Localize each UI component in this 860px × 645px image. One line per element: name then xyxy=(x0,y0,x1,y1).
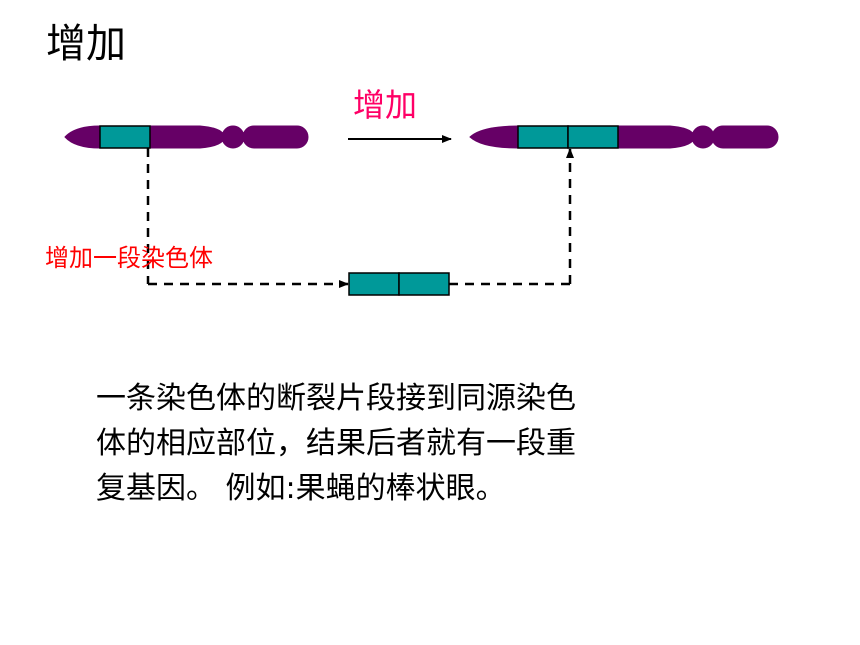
duplicated-short-arm xyxy=(711,125,779,149)
insertion-label: 增加一段染色体 xyxy=(45,244,213,272)
duplicated-segment-1 xyxy=(517,125,569,149)
fragment-part-2 xyxy=(398,272,450,296)
original-centromere xyxy=(221,125,245,149)
description-line-2: 体的相应部位，结果后者就有一段重 xyxy=(96,426,576,461)
original-short-arm xyxy=(242,125,309,149)
inserted-fragment xyxy=(348,272,450,296)
arrow-label: 增加 xyxy=(353,86,418,124)
insertion-path xyxy=(146,148,574,288)
slide-title: 增加 xyxy=(46,21,126,67)
description-line-1: 一条染色体的断裂片段接到同源染色 xyxy=(96,381,576,416)
duplicated-segment-2 xyxy=(567,125,619,149)
description-line-3: 复基因。 例如:果蝇的棒状眼。 xyxy=(96,471,506,506)
duplicated-centromere xyxy=(691,125,715,149)
duplicated-chromosome xyxy=(469,125,779,149)
original-chromosome xyxy=(64,125,309,149)
description: 一条染色体的断裂片段接到同源染色 体的相应部位，结果后者就有一段重 复基因。 例… xyxy=(96,376,736,511)
original-segment xyxy=(99,125,151,149)
fragment-part-1 xyxy=(348,272,400,296)
